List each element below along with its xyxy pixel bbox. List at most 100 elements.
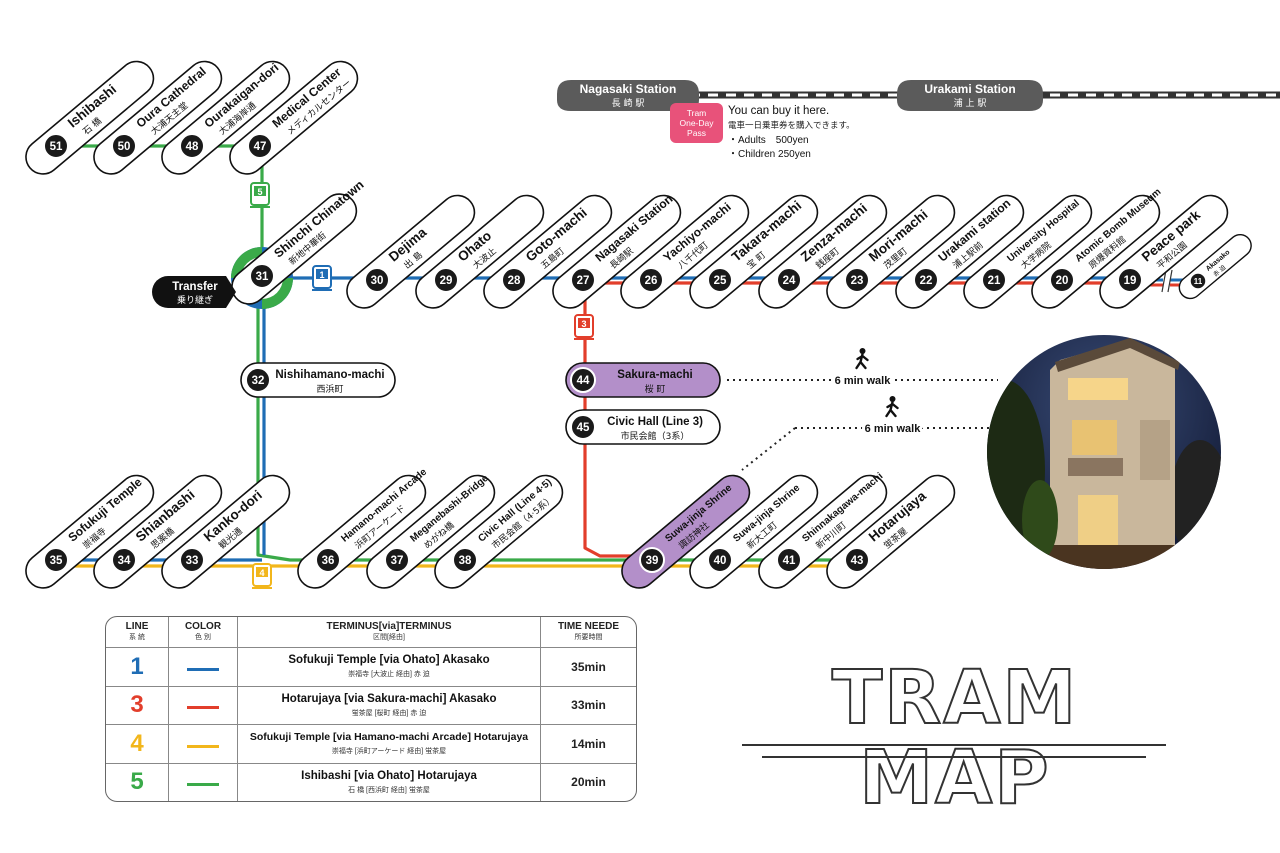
line-number: 5: [106, 762, 169, 801]
walk-route: 6 min walk: [727, 348, 998, 390]
station-circle: [570, 367, 596, 393]
station-number-badge: 43: [844, 547, 870, 573]
station-number: 33: [186, 555, 199, 567]
station-number: 11: [1194, 277, 1203, 286]
station-circle: [776, 267, 802, 293]
station-number: 27: [577, 275, 590, 287]
pass-label: Pass: [687, 128, 706, 138]
station-name: Nishihamano-machi: [275, 369, 384, 381]
walking-person-icon: [855, 352, 869, 370]
station-number: 34: [118, 555, 131, 567]
station-number: 36: [322, 555, 335, 567]
station-name-jp: 市民会館（3系）: [621, 430, 690, 442]
station-number-badge: 50: [111, 133, 137, 159]
line-break: [1163, 270, 1170, 292]
station-circle: [433, 267, 459, 293]
route-text: Sofukuji Temple [via Ohato] Akasako: [288, 654, 490, 667]
title-underline: [742, 744, 1166, 746]
station-number: 51: [50, 141, 63, 153]
line-number: 4: [259, 568, 264, 578]
table-row: 4 Sofukuji Temple [via Hamano-machi Arca…: [106, 724, 636, 764]
station-number-badge: 27: [570, 267, 596, 293]
station-number-badge: 28: [501, 267, 527, 293]
station-number: 24: [783, 275, 796, 287]
walking-person-icon: [855, 348, 869, 370]
station-number: 48: [186, 141, 199, 153]
station-number: 37: [391, 555, 404, 567]
station-number: 26: [645, 275, 658, 287]
tram-icon: [316, 269, 328, 279]
station-circle: [501, 267, 527, 293]
station-circle: [247, 133, 273, 159]
station-number: 45: [577, 422, 590, 434]
station-number-badge: 34: [111, 547, 137, 573]
tram-line-badge: 4: [252, 563, 272, 589]
station-circle: [638, 267, 664, 293]
line-number: 1: [106, 647, 169, 687]
station-number: 50: [118, 141, 131, 153]
pass-label: Tram: [687, 108, 707, 118]
station-number-badge: 35: [43, 547, 69, 573]
station-circle: [570, 267, 596, 293]
station-circle: [43, 133, 69, 159]
line-break: [1167, 269, 1173, 293]
station-number: 29: [440, 275, 453, 287]
station-circle: [43, 547, 69, 573]
station-number: 40: [714, 555, 727, 567]
station-number: 38: [459, 555, 472, 567]
station-circle: [245, 367, 271, 393]
station-number-badge: 41: [776, 547, 802, 573]
station-name-jp: 西浜町: [316, 384, 343, 395]
route-text-jp: 石 橋 [西浜町 経由] 蛍茶屋: [348, 786, 430, 794]
station-circle: [913, 267, 939, 293]
station-number: 43: [851, 555, 864, 567]
station-number-badge: 11: [1189, 272, 1207, 290]
station-circle: [249, 263, 275, 289]
walking-person-icon: [885, 396, 899, 418]
station-number: 20: [1056, 275, 1069, 287]
tram-map-title: TRAM MAP: [831, 655, 1079, 821]
station-circle: [364, 267, 390, 293]
route-text: Sofukuji Temple [via Hamano-machi Arcade…: [249, 731, 529, 744]
tram-icon: [254, 186, 266, 196]
hotel-photo: [987, 335, 1221, 569]
jr-station-badge: [897, 80, 1043, 111]
station-number-badge: 21: [981, 267, 1007, 293]
route-text-jp: 崇福寺 [大波止 経由] 赤 迫: [348, 671, 430, 679]
station-circle: [639, 547, 665, 573]
title-underline: [762, 756, 1146, 758]
line-color-swatch: [187, 783, 219, 787]
station-pill-shape: [240, 362, 396, 398]
line-number: 1: [319, 270, 324, 280]
table-row: 1 Sofukuji Temple [via Ohato] Akasako 崇福寺…: [106, 647, 636, 687]
pass-children: ・Children 250yen: [728, 149, 811, 160]
station-circle: [570, 414, 596, 440]
walk-route: 6 min walk: [795, 396, 990, 438]
route-text: Hotarujaya [via Sakura-machi] Akasako: [281, 692, 497, 705]
walking-person-icon: [885, 400, 899, 418]
station-number: 32: [252, 375, 265, 387]
station-number: 31: [256, 271, 269, 283]
jr-station-name: Urakami Station: [924, 82, 1015, 96]
transfer-text-jp: 乗り継ぎ: [177, 294, 213, 306]
tram-icon: [256, 567, 268, 577]
walk-dotted-line: [741, 427, 796, 471]
pass-badge: [670, 103, 723, 143]
station-circle: [981, 267, 1007, 293]
route-text-jp: 蛍茶屋 [桜町 経由] 赤 迫: [351, 709, 427, 717]
station-number-badge: 51: [43, 133, 69, 159]
walk-time: 6 min walk: [835, 375, 892, 387]
station-circle: [179, 133, 205, 159]
station-number-badge: 33: [179, 547, 205, 573]
station-circle: [111, 547, 137, 573]
